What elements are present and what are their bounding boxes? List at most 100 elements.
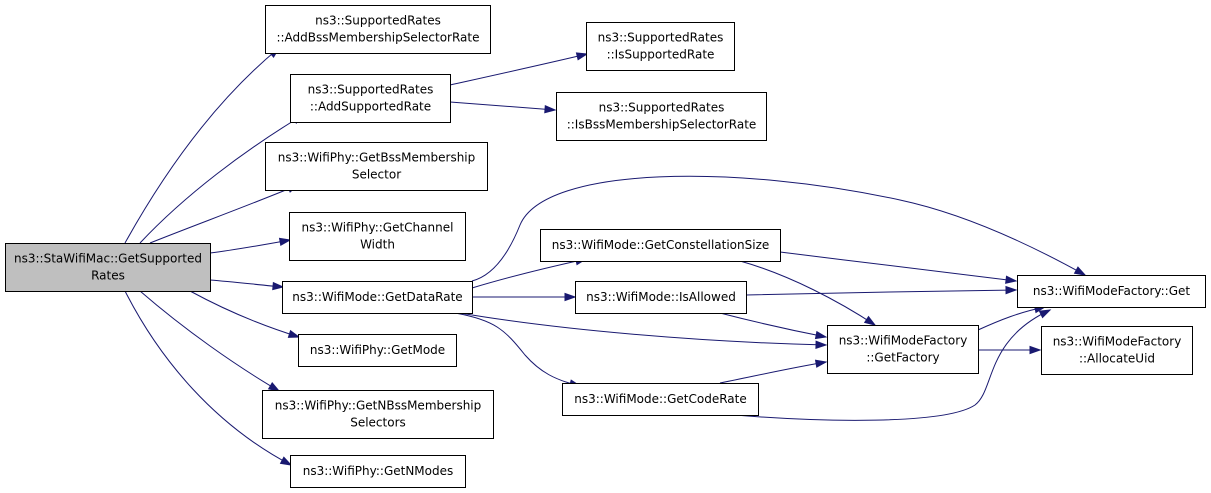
edge-dataRate-to-factGet — [471, 175, 1086, 282]
edge-root-to-nModes — [124, 290, 292, 466]
node-label-chWidth-line-2: Width — [360, 238, 395, 252]
edge-dataRate-to-codeRate — [454, 312, 581, 387]
node-box-root — [5, 243, 211, 292]
node-label-root-line-2: Rates — [91, 269, 125, 283]
arrowhead-dataRate-to-getFactory — [815, 340, 828, 349]
edge-root-to-addRate — [139, 114, 304, 244]
arrowhead-constSize-to-getFactory — [863, 315, 877, 326]
node-isAllowed[interactable]: ns3::WifiMode::IsAllowed — [575, 281, 747, 314]
node-label-factGet-line-1: ns3::WifiModeFactory::Get — [1033, 284, 1190, 298]
node-label-root-line-1: ns3::StaWifiMac::GetSupported — [14, 252, 202, 266]
edge-codeRate-to-factGet — [734, 309, 1051, 421]
node-label-isBss-line-2: ::IsBssMembershipSelectorRate — [567, 118, 757, 132]
node-label-constSize-line-1: ns3::WifiMode::GetConstellationSize — [552, 238, 770, 252]
edge-root-to-chWidth — [209, 239, 291, 254]
node-isRate[interactable]: ns3::SupportedRates::IsSupportedRate — [586, 22, 735, 71]
node-getFactory[interactable]: ns3::WifiModeFactory::GetFactory — [827, 325, 979, 374]
edge-constSize-to-factGet — [779, 251, 1017, 282]
arrowhead-dataRate-to-factGet — [1073, 266, 1087, 276]
node-box-isBss — [556, 92, 767, 141]
node-label-getFactory-line-1: ns3::WifiModeFactory — [839, 334, 968, 348]
node-box-dataRate — [282, 281, 473, 314]
arrowhead-dataRate-to-isAllowed — [564, 292, 577, 302]
node-box-getBssSel — [265, 142, 488, 191]
edge-addRate-to-isBss — [449, 101, 556, 111]
node-label-getBssSel-line-1: ns3::WifiPhy::GetBssMembership — [278, 151, 476, 165]
node-label-isBss-line-1: ns3::SupportedRates — [599, 101, 725, 115]
edge-root-to-nBss — [139, 290, 280, 392]
node-box-getMode — [298, 334, 457, 367]
node-box-nModes — [290, 455, 466, 488]
arrowhead-constSize-to-factGet — [1005, 275, 1018, 284]
arrowhead-isAllowed-to-factGet — [1005, 285, 1018, 295]
node-box-constSize — [540, 229, 781, 262]
arrowhead-root-to-getMode — [287, 329, 301, 338]
node-box-getFactory — [827, 325, 979, 374]
node-label-chWidth-line-1: ns3::WifiPhy::GetChannel — [302, 221, 454, 235]
node-factGet[interactable]: ns3::WifiModeFactory::Get — [1017, 275, 1206, 308]
arrowhead-isAllowed-to-getFactory — [814, 330, 828, 340]
node-box-isRate — [586, 22, 735, 71]
node-label-dataRate-line-1: ns3::WifiMode::GetDataRate — [292, 290, 462, 304]
node-isBss[interactable]: ns3::SupportedRates::IsBssMembershipSele… — [556, 92, 767, 141]
arrowhead-codeRate-to-factGet — [1038, 309, 1052, 319]
edge-root-to-addBss — [124, 47, 280, 244]
node-dataRate[interactable]: ns3::WifiMode::GetDataRate — [282, 281, 473, 314]
arrowhead-root-to-chWidth — [278, 237, 292, 246]
node-label-nModes-line-1: ns3::WifiPhy::GetNModes — [303, 464, 454, 478]
call-edges — [124, 47, 1087, 466]
node-addRate[interactable]: ns3::SupportedRates::AddSupportedRate — [290, 74, 451, 123]
arrowhead-root-to-nModes — [279, 456, 293, 466]
node-box-addRate — [290, 74, 451, 123]
node-label-addBss-line-2: ::AddBssMembershipSelectorRate — [276, 31, 479, 45]
node-box-nBss — [262, 390, 494, 439]
edge-addRate-to-isRate — [449, 53, 588, 86]
edge-isAllowed-to-getFactory — [719, 312, 827, 338]
node-label-allocUid-line-2: ::AllocateUid — [1079, 352, 1155, 366]
arrowhead-addRate-to-isBss — [544, 105, 557, 114]
call-nodes: ns3::StaWifiMac::GetSupportedRatesns3::S… — [5, 5, 1206, 488]
node-label-isAllowed-line-1: ns3::WifiMode::IsAllowed — [586, 290, 736, 304]
node-label-addBss-line-1: ns3::SupportedRates — [315, 14, 441, 28]
node-box-isAllowed — [575, 281, 747, 314]
node-box-chWidth — [289, 212, 466, 261]
node-addBss[interactable]: ns3::SupportedRates::AddBssMembershipSel… — [265, 5, 491, 54]
edge-isAllowed-to-factGet — [745, 289, 1017, 296]
edge-root-to-getBssSel — [149, 184, 299, 244]
arrowhead-getFactory-to-allocUid — [1029, 345, 1042, 355]
node-label-nBss-line-1: ns3::WifiPhy::GetNBssMembership — [275, 399, 482, 413]
node-allocUid[interactable]: ns3::WifiModeFactory::AllocateUid — [1041, 326, 1193, 375]
edge-dataRate-to-constSize — [471, 258, 587, 289]
node-label-getBssSel-line-2: Selector — [352, 168, 401, 182]
node-nModes[interactable]: ns3::WifiPhy::GetNModes — [290, 455, 466, 488]
arrowhead-codeRate-to-getFactory — [814, 359, 828, 368]
node-codeRate[interactable]: ns3::WifiMode::GetCodeRate — [562, 383, 759, 416]
node-box-allocUid — [1041, 326, 1193, 375]
edge-constSize-to-getFactory — [739, 260, 876, 326]
node-label-addRate-line-2: ::AddSupportedRate — [310, 100, 431, 114]
node-label-isRate-line-2: ::IsSupportedRate — [607, 48, 715, 62]
node-box-codeRate — [562, 383, 759, 416]
node-box-addBss — [265, 5, 491, 54]
node-label-allocUid-line-1: ns3::WifiModeFactory — [1053, 335, 1182, 349]
arrowhead-root-to-nBss — [267, 382, 281, 392]
node-constSize[interactable]: ns3::WifiMode::GetConstellationSize — [540, 229, 781, 262]
edge-root-to-getMode — [189, 290, 300, 338]
arrowhead-addRate-to-isRate — [575, 52, 589, 61]
arrowhead-root-to-dataRate — [272, 281, 285, 291]
edge-root-to-dataRate — [209, 279, 284, 288]
edge-dataRate-to-getFactory — [459, 312, 827, 346]
node-getMode[interactable]: ns3::WifiPhy::GetMode — [298, 334, 457, 367]
node-label-nBss-line-2: Selectors — [350, 416, 406, 430]
node-box-factGet — [1017, 275, 1206, 308]
edge-codeRate-to-getFactory — [719, 361, 827, 384]
node-label-getFactory-line-2: ::GetFactory — [866, 351, 939, 365]
node-label-isRate-line-1: ns3::SupportedRates — [598, 31, 724, 45]
node-label-getMode-line-1: ns3::WifiPhy::GetMode — [310, 343, 445, 357]
node-label-addRate-line-1: ns3::SupportedRates — [308, 83, 434, 97]
